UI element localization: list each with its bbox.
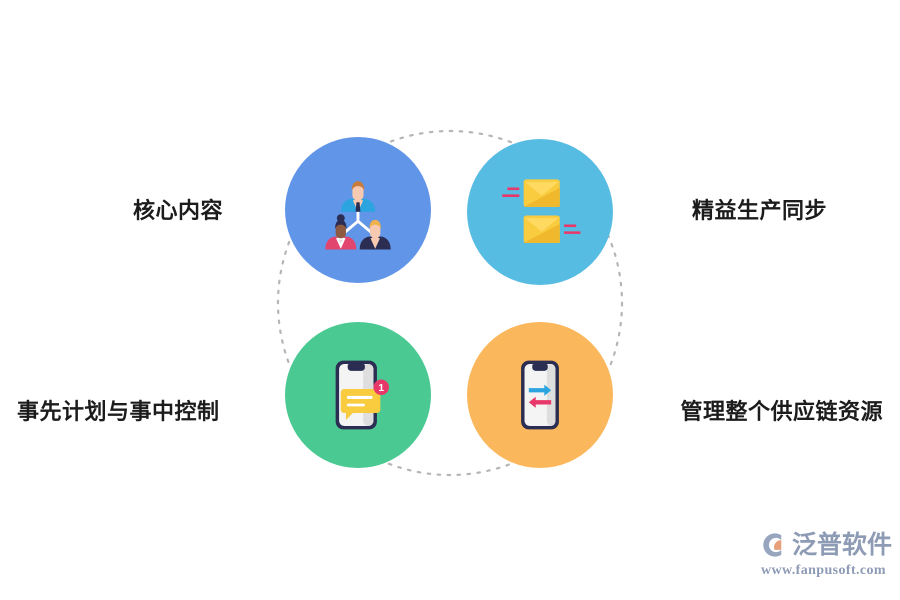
phone-message-icon: 1 [335, 360, 389, 430]
phone-transfer-icon [521, 360, 559, 430]
node-lean-production-sync[interactable] [467, 139, 613, 285]
badge-count: 1 [378, 383, 384, 394]
double-envelope-icon [502, 179, 581, 243]
brand-name: 泛普软件 [792, 530, 893, 559]
label-manage-supply-chain-resources: 管理整个供应链资源 [680, 399, 883, 424]
team-hierarchy-icon [325, 181, 391, 250]
label-core-content: 核心内容 [133, 198, 224, 223]
node-manage-supply-chain-resources[interactable] [467, 322, 613, 468]
node-advance-plan-process-control[interactable]: 1 [285, 322, 431, 468]
arrow-left-icon [528, 396, 552, 408]
arrow-right-icon [528, 384, 552, 396]
brand-url: www.fanpusoft.com [760, 563, 886, 578]
watermark-logo: 泛普软件 www.fanpusoft.com [758, 530, 892, 592]
notification-badge: 1 [373, 379, 389, 395]
node-core-content[interactable] [285, 137, 431, 283]
label-lean-production-sync: 精益生产同步 [691, 198, 827, 223]
fanpu-logo-icon [763, 533, 782, 557]
label-advance-plan-process-control: 事先计划与事中控制 [17, 399, 220, 424]
